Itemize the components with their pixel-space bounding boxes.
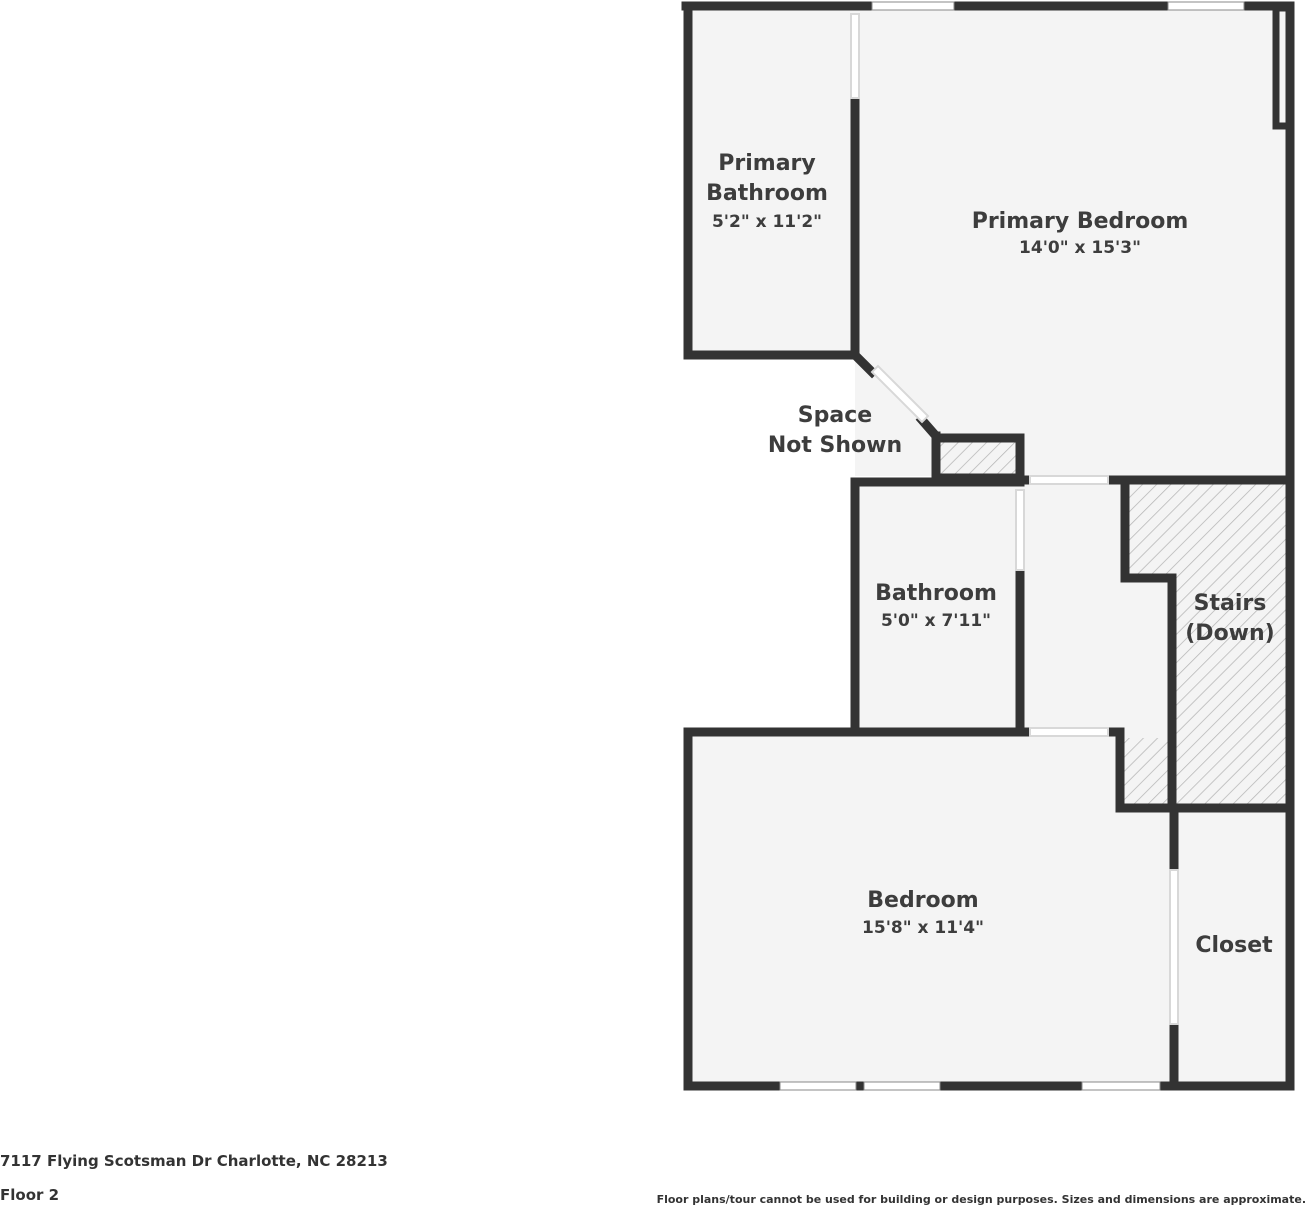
primary-bathroom-name-2: Bathroom bbox=[706, 181, 828, 206]
room-labels: Primary Bathroom 5'2" x 11'2" Primary Be… bbox=[706, 151, 1275, 958]
space-not-shown-2: Not Shown bbox=[768, 433, 902, 458]
closet-name: Closet bbox=[1195, 933, 1273, 958]
stairs-label-2: (Down) bbox=[1185, 621, 1274, 646]
wall-stairs bbox=[1120, 479, 1177, 813]
disclaimer-text: Floor plans/tour cannot be used for buil… bbox=[656, 1193, 1306, 1206]
closet-chase-hatch bbox=[1122, 738, 1172, 804]
door-primary-bedroom bbox=[1029, 475, 1109, 485]
wall-bathroom-left bbox=[850, 477, 1025, 737]
stairs-hatch bbox=[1125, 484, 1286, 804]
primary-bedroom-dims: 14'0" x 15'3" bbox=[1019, 238, 1141, 258]
wall-diag-a bbox=[848, 348, 879, 379]
primary-bedroom-name: Primary Bedroom bbox=[972, 209, 1189, 234]
bathroom-name: Bathroom bbox=[875, 581, 997, 606]
primary-bathroom-dims: 5'2" x 11'2" bbox=[712, 212, 822, 232]
window-bottom-3 bbox=[1081, 1081, 1161, 1091]
window-top-1 bbox=[871, 1, 955, 11]
door-closet bbox=[1169, 869, 1179, 1025]
space-not-shown-1: Space bbox=[798, 403, 872, 428]
wall-bump bbox=[1272, 4, 1294, 130]
bedroom-name: Bedroom bbox=[867, 888, 978, 913]
openings bbox=[850, 13, 1179, 1025]
door-diagonal bbox=[870, 364, 930, 424]
middle-floor-fill bbox=[855, 480, 1170, 732]
floor-label: Floor 2 bbox=[0, 1186, 60, 1204]
window-bottom-2 bbox=[863, 1081, 941, 1091]
address-text: 7117 Flying Scotsman Dr Charlotte, NC 28… bbox=[0, 1152, 388, 1170]
windows bbox=[779, 1, 1245, 1091]
door-primary-bath bbox=[850, 13, 860, 99]
wall-closet-top bbox=[1115, 731, 1295, 813]
door-bedroom bbox=[1029, 727, 1109, 737]
chase-hatch bbox=[940, 442, 1016, 476]
window-top-2 bbox=[1167, 1, 1245, 11]
hatched-areas bbox=[940, 442, 1286, 804]
primary-bathroom-name-1: Primary bbox=[718, 151, 815, 176]
bedroom-dims: 15'8" x 11'4" bbox=[862, 918, 984, 938]
door-bathroom bbox=[1015, 489, 1025, 571]
bathroom-dims: 5'0" x 7'11" bbox=[881, 611, 991, 631]
upper-floor-fill bbox=[688, 6, 1290, 480]
stairs-label-1: Stairs bbox=[1194, 591, 1267, 616]
window-bottom-1 bbox=[779, 1081, 857, 1091]
